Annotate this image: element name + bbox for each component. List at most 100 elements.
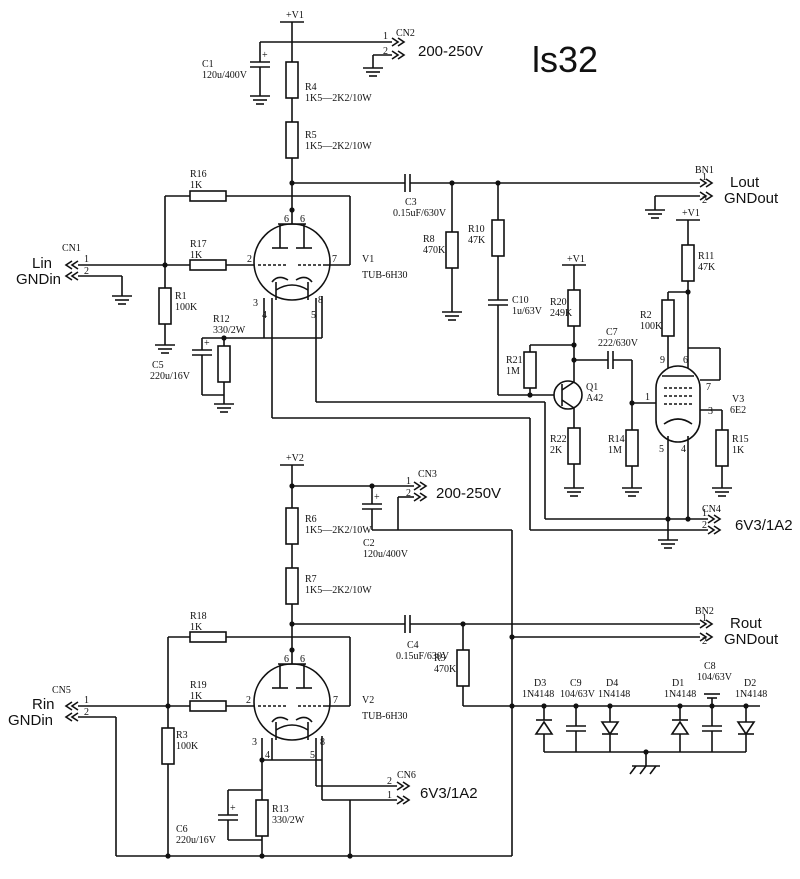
resistor-r15: R15 1K [715, 429, 749, 467]
svg-text:3: 3 [252, 737, 257, 748]
resistor-r18: R18 1K [189, 611, 227, 643]
svg-text:R15: R15 [732, 434, 749, 445]
svg-text:1K5—2K2/10W: 1K5—2K2/10W [305, 141, 372, 152]
svg-text:R22: R22 [550, 434, 567, 445]
svg-text:GNDout: GNDout [724, 631, 779, 648]
resistor-r7: R7 1K5—2K2/10W [285, 567, 372, 605]
svg-text:2: 2 [406, 488, 411, 499]
svg-text:D2: D2 [744, 678, 756, 689]
rail-v1: +V1 [280, 10, 304, 62]
svg-text:9: 9 [660, 355, 665, 366]
svg-text:+: + [262, 50, 268, 61]
svg-text:2: 2 [383, 46, 388, 57]
svg-text:2: 2 [702, 195, 707, 206]
svg-text:BN2: BN2 [695, 606, 714, 617]
svg-text:0.15uF/630V: 0.15uF/630V [393, 208, 447, 219]
svg-text:C8: C8 [704, 661, 716, 672]
capacitor-c3: C3 0.15uF/630V [393, 174, 447, 219]
svg-text:R2: R2 [640, 310, 652, 321]
svg-text:6V3/1A2: 6V3/1A2 [420, 785, 478, 802]
svg-text:2: 2 [246, 695, 251, 706]
svg-text:2: 2 [84, 266, 89, 277]
bn1-connector: BN1 1 2 Lout GNDout [645, 165, 779, 219]
svg-text:6E2: 6E2 [730, 405, 746, 416]
ground-symbol [363, 67, 383, 77]
svg-text:R20: R20 [550, 297, 567, 308]
svg-text:CN3: CN3 [418, 469, 437, 480]
bn2-connector: BN2 1 2 Rout GNDout [509, 606, 779, 648]
svg-text:1K: 1K [190, 691, 203, 702]
capacitor-c1: + C1 120u/400V [202, 42, 270, 105]
capacitor-c2: + C2 120u/400V [362, 486, 409, 560]
svg-text:6: 6 [300, 654, 305, 665]
svg-text:Rout: Rout [730, 615, 763, 632]
svg-text:V2: V2 [362, 695, 374, 706]
svg-text:470K: 470K [434, 664, 457, 675]
resistor-r2: R2 100K [640, 299, 675, 337]
svg-text:104/63V: 104/63V [560, 689, 596, 700]
svg-text:R10: R10 [468, 224, 485, 235]
svg-text:R17: R17 [190, 239, 207, 250]
resistor-r22: R22 2K [550, 427, 581, 465]
rail-v2: +V2 [280, 453, 304, 508]
svg-text:5: 5 [659, 444, 664, 455]
svg-text:C6: C6 [176, 824, 188, 835]
svg-text:100K: 100K [175, 302, 198, 313]
svg-text:4: 4 [262, 310, 267, 321]
svg-text:2: 2 [387, 776, 392, 787]
diode-d2: D2 1N4148 [735, 678, 767, 752]
svg-text:GNDin: GNDin [8, 712, 53, 729]
capacitor-c8: C8 104/63V [697, 661, 733, 752]
svg-text:C9: C9 [570, 678, 582, 689]
svg-text:BN1: BN1 [695, 165, 714, 176]
svg-text:R5: R5 [305, 130, 317, 141]
svg-text:C3: C3 [405, 197, 417, 208]
supply-label-top: 200-250V [418, 43, 483, 60]
svg-text:7: 7 [333, 695, 338, 706]
svg-text:1: 1 [84, 254, 89, 265]
svg-text:100K: 100K [176, 741, 199, 752]
resistor-r14: R14 1M [608, 429, 639, 467]
svg-text:120u/400V: 120u/400V [202, 70, 248, 81]
svg-text:249K: 249K [550, 308, 573, 319]
supply-label-bottom: 200-250V [436, 485, 501, 502]
svg-text:1K: 1K [190, 622, 203, 633]
svg-text:Lin: Lin [32, 255, 52, 272]
svg-text:R13: R13 [272, 804, 289, 815]
svg-text:R7: R7 [305, 574, 317, 585]
title: ls32 [532, 39, 598, 80]
svg-text:+V1: +V1 [682, 208, 700, 219]
svg-text:R19: R19 [190, 680, 207, 691]
resistor-r16: R16 1K [189, 169, 227, 202]
svg-text:GNDout: GNDout [724, 190, 779, 207]
svg-text:1: 1 [645, 392, 650, 403]
svg-text:220u/16V: 220u/16V [150, 371, 191, 382]
rail-v1b: +V1 [562, 254, 586, 290]
svg-text:+: + [374, 492, 380, 503]
svg-text:330/2W: 330/2W [272, 815, 305, 826]
resistor-r13: R13 330/2W [255, 799, 305, 837]
svg-text:1M: 1M [506, 366, 520, 377]
svg-text:1: 1 [702, 613, 707, 624]
svg-text:+: + [230, 803, 236, 814]
svg-text:+V2: +V2 [286, 453, 304, 464]
svg-text:V1: V1 [362, 254, 374, 265]
svg-text:2: 2 [702, 520, 707, 531]
svg-text:1: 1 [383, 31, 388, 42]
svg-text:2: 2 [247, 254, 252, 265]
svg-text:6: 6 [683, 355, 688, 366]
resistor-r4: R4 1K5—2K2/10W [285, 61, 372, 104]
svg-text:CN2: CN2 [396, 28, 415, 39]
diode-d4: D4 1N4148 [598, 678, 630, 752]
svg-text:222/630V: 222/630V [598, 338, 639, 349]
svg-text:1K5—2K2/10W: 1K5—2K2/10W [305, 525, 372, 536]
capacitor-c10: C10 1u/63V [488, 295, 543, 317]
svg-text:2: 2 [702, 636, 707, 647]
svg-text:R9: R9 [434, 653, 446, 664]
svg-text:1K5—2K2/10W: 1K5—2K2/10W [305, 585, 372, 596]
resistor-r8: R8 470K [423, 231, 459, 269]
rail-v1c: +V1 [676, 208, 700, 245]
svg-text:47K: 47K [468, 235, 486, 246]
svg-text:4: 4 [681, 444, 686, 455]
svg-text:7: 7 [706, 382, 711, 393]
